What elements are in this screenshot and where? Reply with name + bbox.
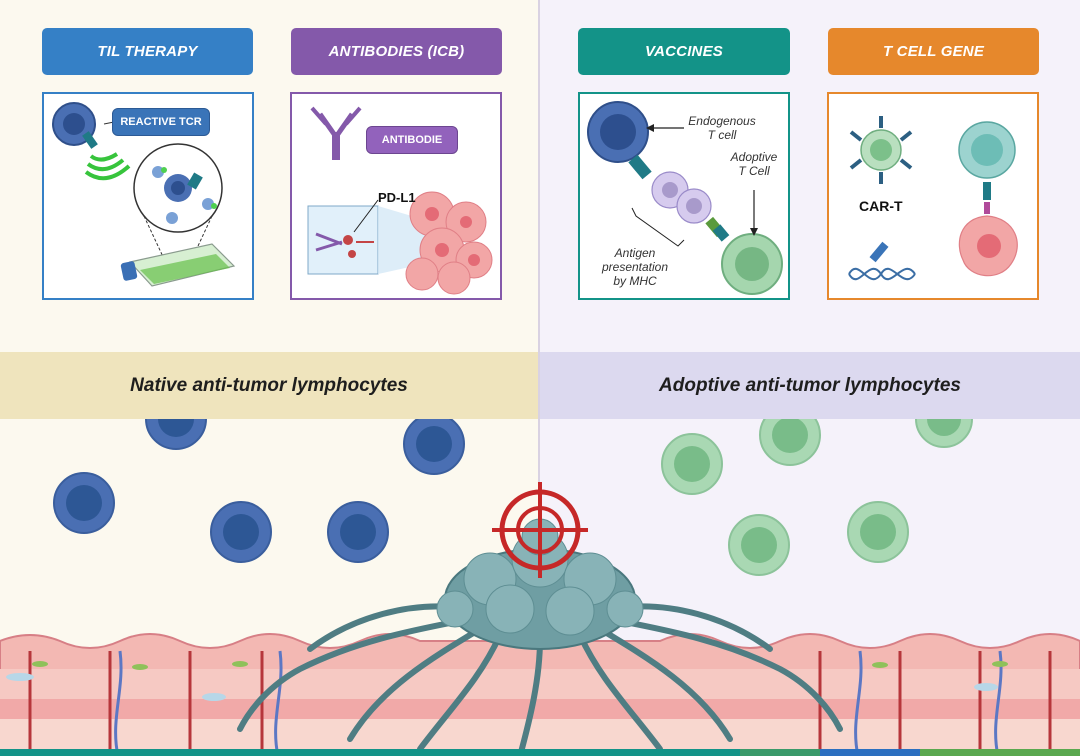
adoptive-lymphocytes-band: Adoptive anti-tumor lymphocytes: [540, 352, 1080, 419]
tumor-mass: [237, 518, 843, 756]
tissue-layer: [0, 633, 1080, 756]
antigen-presentation-label: Antigen presentation by MHC: [601, 246, 669, 288]
tumor-microenvironment-scene: [0, 419, 1080, 756]
reactive-tcr-label: REACTIVE TCR: [112, 108, 210, 136]
til-therapy-panel: REACTIVE TCR: [42, 92, 254, 300]
til-therapy-tab: TIL THERAPY: [42, 28, 253, 75]
antibodies-tab: ANTIBODIES (ICB): [291, 28, 502, 75]
adoptive-t-cell-label: Adoptive T Cell: [730, 150, 778, 178]
car-t-illustration: [848, 116, 1018, 281]
center-divider: [538, 0, 540, 756]
t-cell-gene-panel: CAR-T: [827, 92, 1039, 300]
antibody-illustration: [307, 106, 493, 295]
native-lymphocyte-cells: [53, 419, 465, 563]
car-t-label: CAR-T: [859, 198, 903, 214]
vaccines-tab: VACCINES: [578, 28, 790, 75]
antibodies-panel: ANTIBODIE PD-L1: [290, 92, 502, 300]
t-cell-gene-tab: T CELL GENE: [828, 28, 1039, 75]
target-crosshair-icon: [492, 482, 588, 578]
til-illustration: [52, 102, 236, 287]
antibodie-label: ANTIBODIE: [366, 126, 458, 154]
native-lymphocytes-band: Native anti-tumor lymphocytes: [0, 352, 538, 419]
vaccines-panel: Endogenous T cell Adoptive T Cell Antige…: [578, 92, 790, 300]
endogenous-t-cell-label: Endogenous T cell: [688, 114, 756, 142]
vaccine-illustration: [587, 101, 783, 295]
adoptive-lymphocyte-cells: [661, 419, 973, 576]
pd-l1-label: PD-L1: [378, 190, 416, 205]
